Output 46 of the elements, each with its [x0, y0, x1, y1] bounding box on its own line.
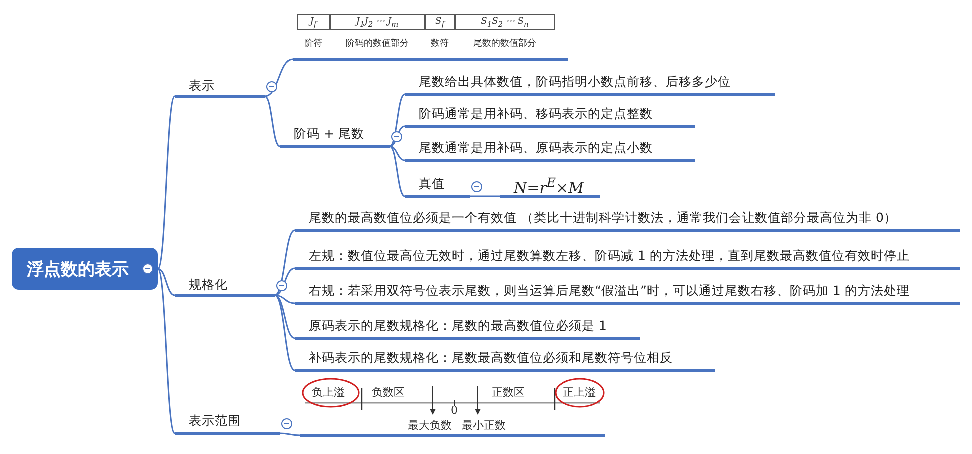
- topic-label: 阶码通常是用补码、移码表示的定点整数: [405, 104, 695, 128]
- connector-line: [264, 96, 280, 148]
- connector-line: [157, 268, 176, 434]
- connector-line: [280, 432, 300, 436]
- connector-line: [470, 196, 500, 198]
- format-cell: J$_{f}$: [297, 14, 330, 30]
- connector-line: [274, 294, 296, 372]
- topic-label: 左规：数值位最高位无效时，通过尾数算数左移、阶码减 1 的方法处理，直到尾数最高数值位有效时停止: [295, 246, 960, 270]
- topic-label: 阶码 + 尾数: [280, 124, 390, 148]
- connector-line: [157, 96, 176, 270]
- connector-line: [158, 268, 176, 296]
- topic-label: 真值: [405, 174, 470, 198]
- topic-label: 尾数的最高数值位必须是一个有效值 （类比十进制科学计数法，通常我们会让数值部分最高位为非 0）: [295, 208, 960, 232]
- connector-line: [274, 294, 296, 340]
- field-label: 阶码的数值部分: [346, 38, 409, 50]
- root-topic-box: 浮点数的表示: [12, 248, 158, 290]
- topic-label: 原码表示的尾数规格化：尾数的最高数值位必须是 1: [295, 316, 640, 340]
- topic-label: 尾数给出具体数值，阶码指明小数点前移、后移多少位: [405, 72, 775, 96]
- topic-label: 表示: [175, 76, 265, 98]
- tick-label: 最小正数: [462, 418, 506, 433]
- region-label: 正上溢: [563, 385, 596, 400]
- topic-label: 右规：若采用双符号位表示尾数，则当运算后尾数“假溢出”时，可以通过尾数右移、阶码加 1 的方法处理: [295, 281, 960, 305]
- topic-label: 尾数通常是用补码、原码表示的定点小数: [405, 138, 695, 162]
- topic-label: 补码表示的尾数规格化：尾数最高数值位必须和尾数符号位相反: [295, 348, 715, 372]
- topic-label: 规格化: [175, 275, 275, 297]
- connector-line: [390, 146, 406, 162]
- field-label: 数符: [431, 38, 449, 50]
- connector-line: [264, 58, 294, 98]
- topic-label: 表示范围: [175, 411, 280, 435]
- field-label: 阶符: [304, 38, 322, 50]
- region-label: 负数区: [372, 385, 405, 400]
- format-cell: J$_{1}$J$_{2}$ ⋯ J$_{m}$: [330, 14, 425, 30]
- formula: N=r$^{E}$×M: [500, 172, 600, 198]
- format-cell: S$_{f}$: [425, 14, 455, 30]
- connector-line: [274, 268, 296, 296]
- connector-line: [274, 230, 296, 296]
- connector-line: [390, 146, 406, 198]
- connector-line: [390, 126, 406, 148]
- region-label: 负上溢: [312, 385, 345, 400]
- connector-line: [390, 94, 406, 148]
- region-label: 正数区: [492, 385, 525, 400]
- format-cell: S$_{1}$S$_{2}$ ⋯ S$_{n}$: [455, 14, 555, 30]
- tick-label: 0: [451, 404, 458, 417]
- field-label: 尾数的数值部分: [474, 38, 536, 50]
- connector-line: [274, 294, 296, 304]
- tick-label: 最大负数: [408, 418, 452, 433]
